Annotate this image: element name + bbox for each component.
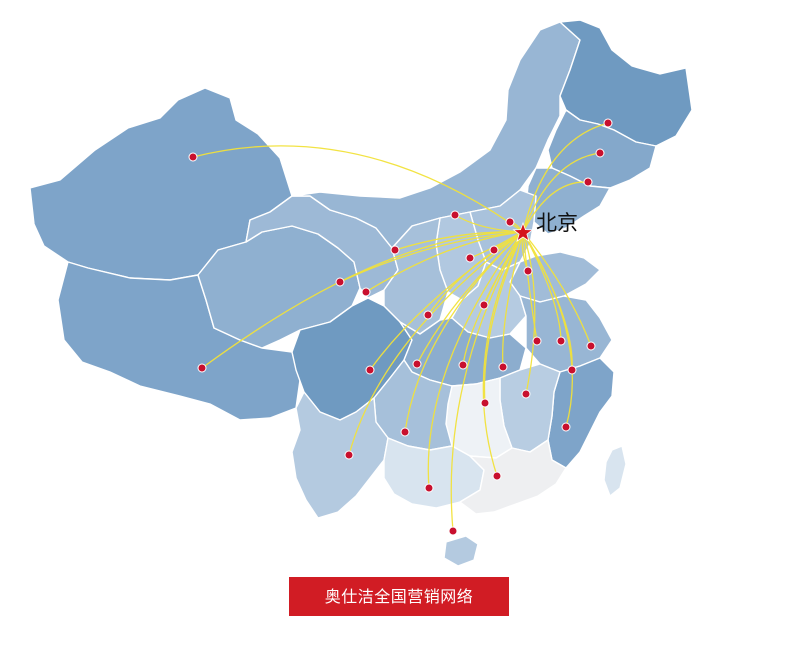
route-lines [192, 122, 609, 532]
region-tibet [57, 261, 301, 421]
city-dot [450, 210, 460, 220]
city-dot [344, 450, 354, 460]
city-dot [423, 310, 433, 320]
route-line [522, 181, 589, 233]
route-line [450, 231, 524, 532]
city-dot [567, 365, 577, 375]
route-line [482, 231, 524, 477]
city-dot [586, 341, 596, 351]
route-line [201, 231, 524, 369]
route-line [483, 231, 524, 404]
province-regions [29, 19, 693, 567]
city-dot [390, 245, 400, 255]
region-hainan [443, 535, 479, 567]
city-dot [412, 359, 422, 369]
city-dot [188, 152, 198, 162]
route-line [339, 231, 524, 283]
hub-star-icon [512, 221, 534, 242]
city-dot [489, 245, 499, 255]
city-dot [583, 177, 593, 187]
city-dot [335, 277, 345, 287]
city-dot [603, 118, 613, 128]
route-line [522, 231, 592, 347]
route-line [522, 122, 609, 233]
route-line [348, 231, 524, 456]
city-dot [498, 362, 508, 372]
city-dot [492, 471, 502, 481]
city-dot [197, 363, 207, 373]
route-line [192, 145, 524, 233]
region-taiwan [603, 445, 627, 497]
city-dot [523, 266, 533, 276]
region-guangdong [459, 439, 567, 515]
route-line [522, 231, 538, 342]
route-line [502, 231, 524, 368]
city-dot [448, 526, 458, 536]
city-dot [521, 389, 531, 399]
route-line [394, 231, 524, 251]
city-dot [361, 287, 371, 297]
city-dot [400, 427, 410, 437]
route-line [522, 231, 536, 395]
city-dot [365, 365, 375, 375]
region-yunnan [291, 391, 389, 519]
city-dot [556, 336, 566, 346]
city-dot [561, 422, 571, 432]
city-dot [424, 483, 434, 493]
city-dot [595, 148, 605, 158]
city-dot [505, 217, 515, 227]
city-dot [532, 336, 542, 346]
route-line [369, 231, 524, 371]
city-dot [479, 300, 489, 310]
city-dot [480, 398, 490, 408]
route-line [462, 231, 524, 366]
route-line [522, 231, 573, 428]
route-line [365, 231, 524, 293]
city-dot [465, 253, 475, 263]
route-line [522, 152, 601, 233]
city-dot [458, 360, 468, 370]
city-dots [188, 118, 613, 536]
route-line [404, 231, 524, 433]
caption-banner: 奥仕洁全国营销网络 [289, 577, 509, 616]
route-line [427, 231, 524, 489]
hub-label-beijing: 北京 [536, 211, 578, 235]
